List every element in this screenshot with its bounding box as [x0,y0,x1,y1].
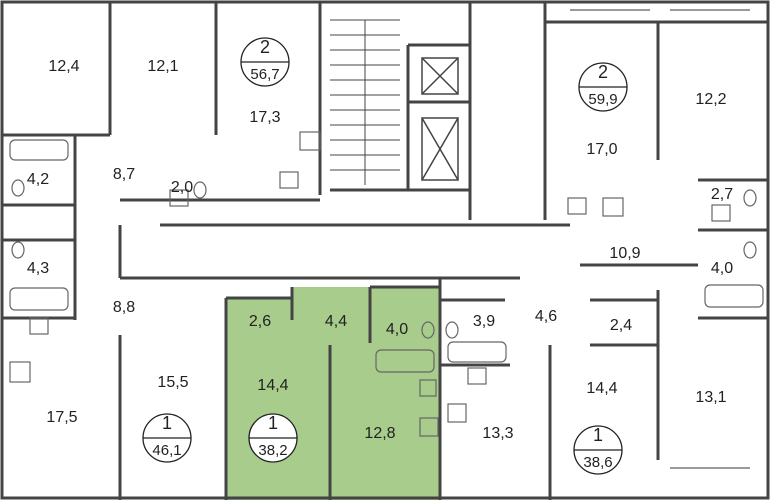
room-area: 2,4 [610,317,632,334]
room-area: 4,0 [386,321,408,338]
apartment-room-count: 2 [598,62,608,82]
room-area: 4,4 [325,313,347,330]
room-area: 17,5 [46,409,77,426]
apartment-total-area: 38,2 [258,442,287,459]
room-area: 13,3 [482,425,513,442]
apartment-badge[interactable]: 1 38,2 [248,413,298,463]
apartment-total-area: 59,9 [588,91,617,108]
room-area: 8,8 [113,299,135,316]
apartment-badge[interactable]: 1 38,6 [573,425,623,475]
room-area: 2,0 [171,179,193,196]
highlighted-apartment[interactable] [226,287,440,500]
room-area: 8,7 [113,166,135,183]
stairs-icon [330,19,400,185]
apartment-room-count: 1 [162,413,172,433]
room-area: 12,8 [364,425,395,442]
elevator-icon [421,57,459,181]
room-area: 10,9 [609,245,640,262]
apartment-total-area: 46,1 [152,442,181,459]
room-area: 2,6 [249,313,271,330]
room-area: 3,9 [473,313,495,330]
apartment-total-area: 56,7 [250,66,279,83]
apartment-badge[interactable]: 2 59,9 [578,62,628,112]
toilet-icon [11,179,757,339]
room-area: 12,4 [48,58,79,75]
room-area: 14,4 [257,377,288,394]
sink-icon [29,171,731,397]
apartment-badge[interactable]: 1 46,1 [142,413,192,463]
room-labels: 12,4 12,1 17,3 4,2 8,7 2,0 4,3 8,8 15,5 … [27,58,733,442]
room-area: 4,0 [711,260,733,277]
room-area: 15,5 [157,374,188,391]
room-area: 13,1 [695,389,726,406]
apartment-total-area: 38,6 [583,454,612,471]
apartment-room-count: 1 [268,413,278,433]
bathtub-icon [9,139,764,373]
room-area: 12,2 [695,91,726,108]
room-area: 4,6 [535,308,557,325]
room-area: 2,7 [711,186,733,203]
room-area: 17,3 [249,109,280,126]
apartment-badge[interactable]: 2 56,7 [240,37,290,87]
windows [570,9,750,469]
room-area: 14,4 [586,380,617,397]
room-area: 12,1 [147,58,178,75]
room-area: 17,0 [586,141,617,158]
room-area: 4,2 [27,171,49,188]
apartment-room-count: 1 [593,425,603,445]
room-area: 4,3 [27,260,49,277]
apartment-room-count: 2 [260,37,270,57]
stove-icon [9,131,624,437]
